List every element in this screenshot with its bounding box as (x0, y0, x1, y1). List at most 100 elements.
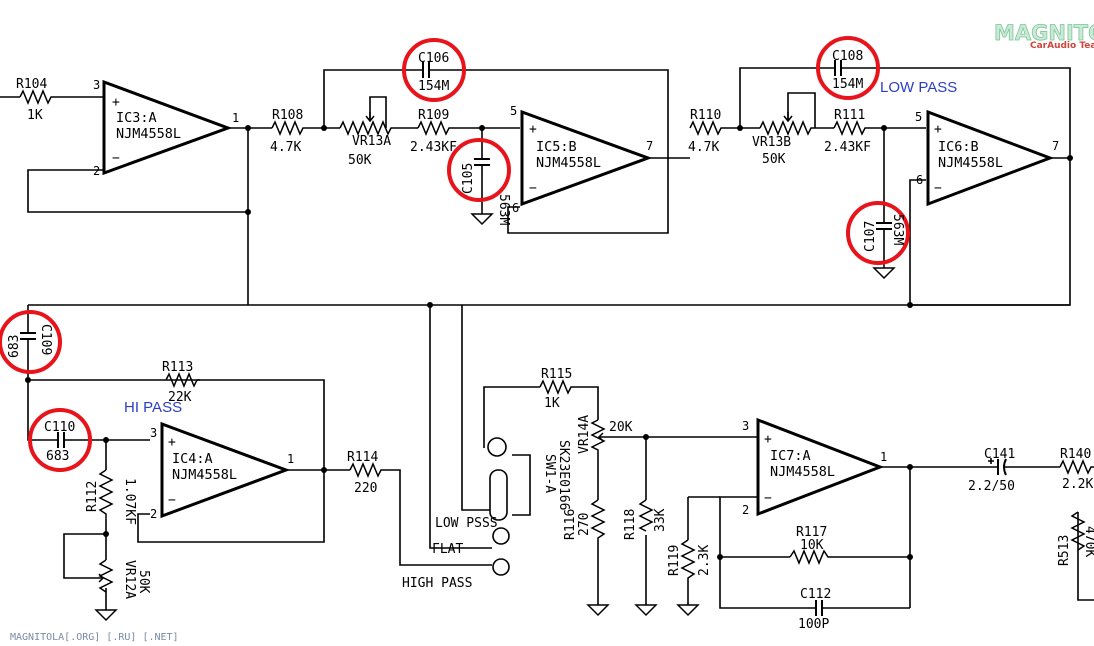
label-r119-value: 2.3K (697, 545, 712, 576)
opamp-ic4-pin-out: 1 (287, 452, 294, 466)
switch-slider (489, 469, 508, 521)
label-r513-value: 470K (1082, 526, 1094, 557)
opamp-ic6-minus: − (934, 181, 942, 196)
label-r119-ref: R119 (667, 545, 682, 576)
label-r110-ref: R110 (690, 108, 721, 123)
label-r113-value: 22K (168, 390, 192, 405)
logo-subtitle: CarAudio Team (1030, 41, 1094, 51)
switch-jack-high (492, 558, 510, 576)
opamp-ic3-pin-in: 3 (93, 78, 100, 92)
label-r114-value: 220 (354, 481, 377, 496)
label-vr14a-ref: VR14A (577, 415, 592, 454)
label-r115-ref: R115 (541, 367, 572, 382)
rotated-labels: C105 563M C107 563M 683 C109 R112 1.07KF… (7, 163, 1094, 600)
opamp-ic7-minus: − (764, 491, 772, 506)
label-r112-ref: R112 (85, 481, 100, 512)
label-r109-value: 2.43KF (410, 140, 457, 155)
low-pass-label: LOW PASS (880, 79, 957, 96)
potentiometers (96, 112, 817, 593)
opamp-ic7-pin-out: 1 (880, 450, 887, 464)
opamp-ic3-ref: IC3:A (116, 110, 157, 126)
label-c141-ref: C141 (984, 447, 1015, 462)
ground-vr12a (94, 609, 118, 622)
opamp-ic3-plus: + (112, 95, 120, 110)
label-r513-ref: R513 (1057, 535, 1072, 566)
opamp-ic6-pin-inv: 6 (916, 173, 923, 187)
opamp-ic4-pin-inv: 2 (150, 507, 157, 521)
capacitors (20, 60, 1012, 616)
label-sw1a-part: SK23E0166 (556, 440, 571, 510)
resistors-horizontal (19, 89, 1094, 565)
highlight-c110 (28, 408, 92, 472)
label-c105-value: 563M (496, 194, 511, 225)
highlight-circles (0, 36, 910, 472)
opamp-ic7-part: NJM4558L (770, 464, 835, 480)
opamp-ic4-part: NJM4558L (172, 467, 237, 483)
resistor-r117 (638, 499, 654, 532)
label-r108-value: 4.7K (270, 140, 301, 155)
opamp-ic6-plus: + (934, 122, 942, 137)
resistor-r140 (1059, 459, 1094, 475)
label-r108-ref: R108 (272, 108, 303, 123)
ground-r116 (586, 604, 610, 617)
label-c110-ref: C110 (44, 420, 75, 435)
opamp-ic7-ref: IC7:A (770, 448, 811, 464)
cap-c108 (823, 60, 853, 76)
switch-sw1a (487, 437, 510, 576)
label-r117-ref: R118 (623, 509, 638, 540)
opamp-ic5-part: NJM4558L (536, 155, 601, 171)
component-labels: R104 1K R108 4.7K R109 2.43KF R110 4.7K … (16, 49, 1093, 632)
highlight-c108 (816, 36, 880, 100)
ground-r119 (676, 604, 700, 617)
label-c105-ref: C105 (461, 163, 476, 194)
opamp-ic5-minus: − (529, 181, 537, 196)
opamp-ic3-part: NJM4558L (116, 126, 181, 142)
label-r115-value: 1K (544, 396, 560, 411)
resistor-r114 (349, 462, 384, 478)
label-vr14a-value: 20K (609, 420, 633, 435)
opamp-ic6-part: NJM4558L (938, 155, 1003, 171)
opamp-ic7: + − 3 2 1 IC7:A NJM4558L (742, 417, 887, 517)
label-r116-ref: R116 (563, 509, 578, 540)
label-r118-ref: R117 (796, 525, 827, 540)
label-c107-value: 563M (890, 214, 905, 245)
cap-c110 (46, 432, 76, 448)
highlight-c109 (0, 310, 62, 374)
label-vr13a-ref: VR13A (352, 134, 391, 149)
resistor-r108 (271, 120, 306, 136)
ground-c105 (470, 210, 494, 226)
opamp-ic4: + − 3 2 1 IC4:A NJM4558L (150, 421, 294, 521)
label-c141-value: 2.2/50 (968, 479, 1015, 494)
opamp-ic3: + − 3 2 1 IC3:A NJM4558L (93, 78, 239, 178)
resistor-r513 (1070, 511, 1086, 551)
highlight-c107 (846, 201, 910, 265)
opamp-ic7-pin-in: 3 (742, 419, 749, 433)
label-sw1a-ref: SW1-A (542, 454, 557, 493)
label-r111-ref: R111 (834, 108, 865, 123)
resistor-r119 (680, 539, 696, 580)
resistor-r104 (19, 89, 54, 105)
label-r113-ref: R113 (162, 360, 193, 375)
label-c106-value: 154M (418, 79, 449, 94)
opamp-ic3-pin-out: 1 (232, 111, 239, 125)
opamp-ic4-minus: − (168, 493, 176, 508)
label-r117-value: 33K (653, 508, 668, 532)
opamp-ic4-ref: IC4:A (172, 451, 213, 467)
label-c107-ref: C107 (863, 221, 878, 252)
resistor-r111 (833, 120, 868, 136)
highlight-c106 (402, 38, 466, 102)
label-r140-ref: R140 (1060, 447, 1091, 462)
switch-position-flat: FLAT (432, 542, 463, 557)
resistor-r118 (789, 549, 830, 565)
label-r104-value: 1K (27, 108, 43, 123)
label-r112-value: 1.07KF (122, 478, 137, 525)
opamp-ic3-minus: − (112, 151, 120, 166)
label-c112-ref: C112 (800, 587, 831, 602)
opamp-ic5-ref: IC5:B (536, 139, 577, 155)
label-c112-value: 100P (798, 617, 829, 632)
label-vr13b-value: 50K (762, 152, 786, 167)
label-c106-ref: C106 (418, 51, 449, 66)
opamp-ic5-pin-out: 7 (646, 139, 653, 153)
opamp-ic6-ref: IC6:B (938, 139, 979, 155)
hi-pass-label: HI PASS (124, 399, 182, 416)
